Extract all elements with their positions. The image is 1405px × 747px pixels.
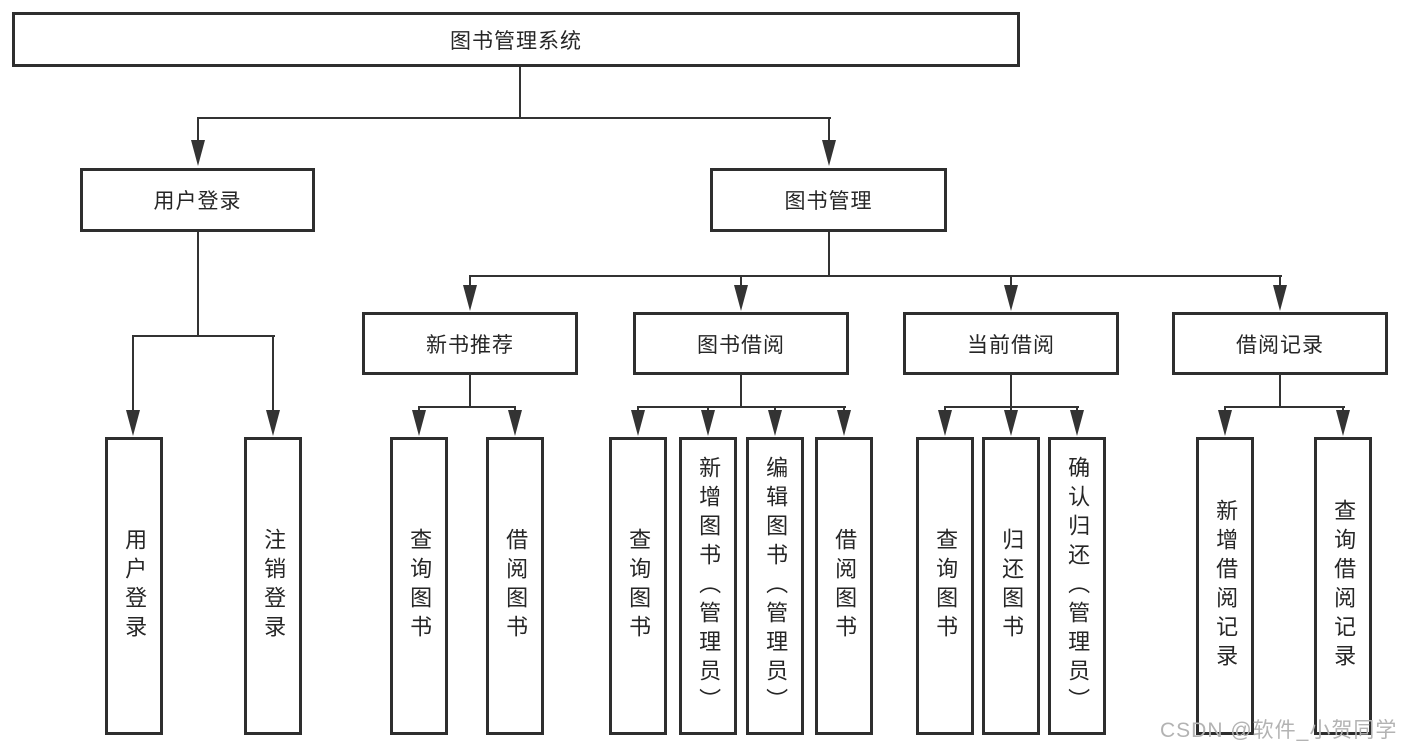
leaf-bb-add-book-admin: 新增图书（管理员）: [679, 437, 737, 735]
leaf-cb-return-books: 归还图书: [982, 437, 1040, 735]
connector-line: [132, 335, 134, 413]
leaf-cb-confirm-return-admin: 确认归还（管理员）: [1048, 437, 1106, 735]
leaf-nb-borrow-books-label: 借阅图书: [503, 528, 529, 644]
arrow-down-icon: [938, 410, 952, 436]
connector-line: [828, 117, 830, 143]
csdn-watermark: CSDN @软件_小贺同学: [1160, 719, 1398, 742]
leaf-bb-borrow-books-label: 借阅图书: [832, 528, 858, 644]
connector-line: [1279, 275, 1281, 289]
leaf-nb-query-books: 查询图书: [390, 437, 448, 735]
connector-line: [519, 67, 521, 117]
leaf-cb-confirm-return-admin-label: 确认归还（管理员）: [1065, 455, 1091, 717]
node-book-borrowing-label: 图书借阅: [697, 333, 785, 357]
arrow-down-icon: [508, 410, 522, 436]
connector-line: [469, 275, 471, 289]
arrow-down-icon: [1336, 410, 1350, 436]
node-new-book-recommend: 新书推荐: [362, 312, 578, 375]
connector-line: [469, 275, 1282, 277]
connector-line: [1224, 406, 1345, 408]
connector-line: [418, 406, 516, 408]
node-user-login: 用户登录: [80, 168, 315, 232]
node-current-borrowing-label: 当前借阅: [967, 333, 1055, 357]
root-node-label: 图书管理系统: [450, 29, 582, 53]
connector-line: [637, 406, 846, 408]
leaf-br-query-record: 查询借阅记录: [1314, 437, 1372, 735]
connector-line: [1010, 275, 1012, 289]
leaf-bb-edit-book-admin: 编辑图书（管理员）: [746, 437, 804, 735]
leaf-user-login: 用户登录: [105, 437, 163, 735]
node-book-borrowing: 图书借阅: [633, 312, 849, 375]
leaf-bb-edit-book-admin-label: 编辑图书（管理员）: [763, 455, 789, 717]
leaf-cb-query-books: 查询图书: [916, 437, 974, 735]
node-new-book-recommend-label: 新书推荐: [426, 333, 514, 357]
leaf-logout: 注销登录: [244, 437, 302, 735]
arrow-down-icon: [734, 285, 748, 311]
root-node-library-management-system: 图书管理系统: [12, 12, 1020, 67]
arrow-down-icon: [463, 285, 477, 311]
node-user-login-label: 用户登录: [153, 190, 242, 213]
connector-line: [197, 117, 831, 119]
connector-line: [828, 232, 830, 277]
connector-line: [1010, 374, 1012, 408]
connector-line: [132, 335, 275, 337]
arrow-down-icon: [822, 140, 836, 166]
arrow-down-icon: [631, 410, 645, 436]
leaf-bb-borrow-books: 借阅图书: [815, 437, 873, 735]
arrow-down-icon: [1070, 410, 1084, 436]
leaf-br-add-record-label: 新增借阅记录: [1213, 499, 1239, 673]
leaf-user-login-label: 用户登录: [122, 528, 148, 644]
node-book-management-label: 图书管理: [784, 190, 873, 213]
arrow-down-icon: [412, 410, 426, 436]
connector-line: [197, 117, 199, 143]
node-borrowing-records: 借阅记录: [1172, 312, 1388, 375]
connector-line: [469, 374, 471, 408]
leaf-cb-query-books-label: 查询图书: [933, 528, 959, 644]
leaf-nb-borrow-books: 借阅图书: [486, 437, 544, 735]
node-current-borrowing: 当前借阅: [903, 312, 1119, 375]
connector-line: [740, 275, 742, 289]
leaf-bb-add-book-admin-label: 新增图书（管理员）: [696, 455, 722, 717]
arrow-down-icon: [1218, 410, 1232, 436]
connector-line: [272, 335, 274, 413]
leaf-cb-return-books-label: 归还图书: [999, 528, 1025, 644]
leaf-br-add-record: 新增借阅记录: [1196, 437, 1254, 735]
leaf-br-query-record-label: 查询借阅记录: [1331, 499, 1357, 673]
arrow-down-icon: [191, 140, 205, 166]
arrow-down-icon: [701, 410, 715, 436]
arrow-down-icon: [1004, 285, 1018, 311]
node-book-management: 图书管理: [710, 168, 947, 232]
connector-line: [1279, 374, 1281, 408]
arrow-down-icon: [126, 410, 140, 436]
leaf-bb-query-books: 查询图书: [609, 437, 667, 735]
arrow-down-icon: [837, 410, 851, 436]
connector-line: [197, 232, 199, 337]
arrow-down-icon: [768, 410, 782, 436]
arrow-down-icon: [1273, 285, 1287, 311]
leaf-bb-query-books-label: 查询图书: [626, 528, 652, 644]
connector-line: [740, 374, 742, 408]
leaf-logout-label: 注销登录: [261, 528, 287, 644]
arrow-down-icon: [1004, 410, 1018, 436]
arrow-down-icon: [266, 410, 280, 436]
leaf-nb-query-books-label: 查询图书: [407, 528, 433, 644]
node-borrowing-records-label: 借阅记录: [1236, 333, 1324, 357]
